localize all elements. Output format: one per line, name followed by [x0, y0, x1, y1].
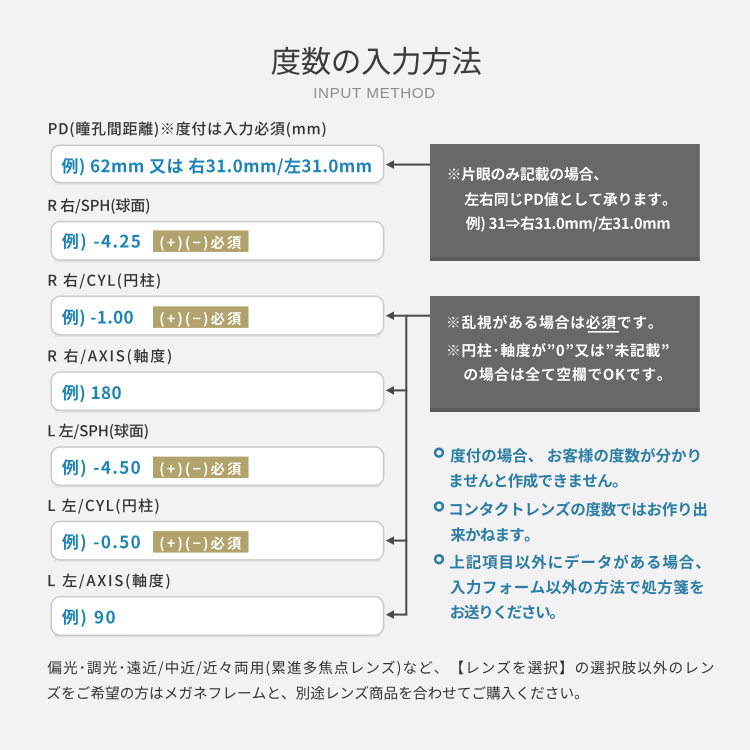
svg-text:INPUT METHOD: INPUT METHOD [313, 85, 436, 102]
